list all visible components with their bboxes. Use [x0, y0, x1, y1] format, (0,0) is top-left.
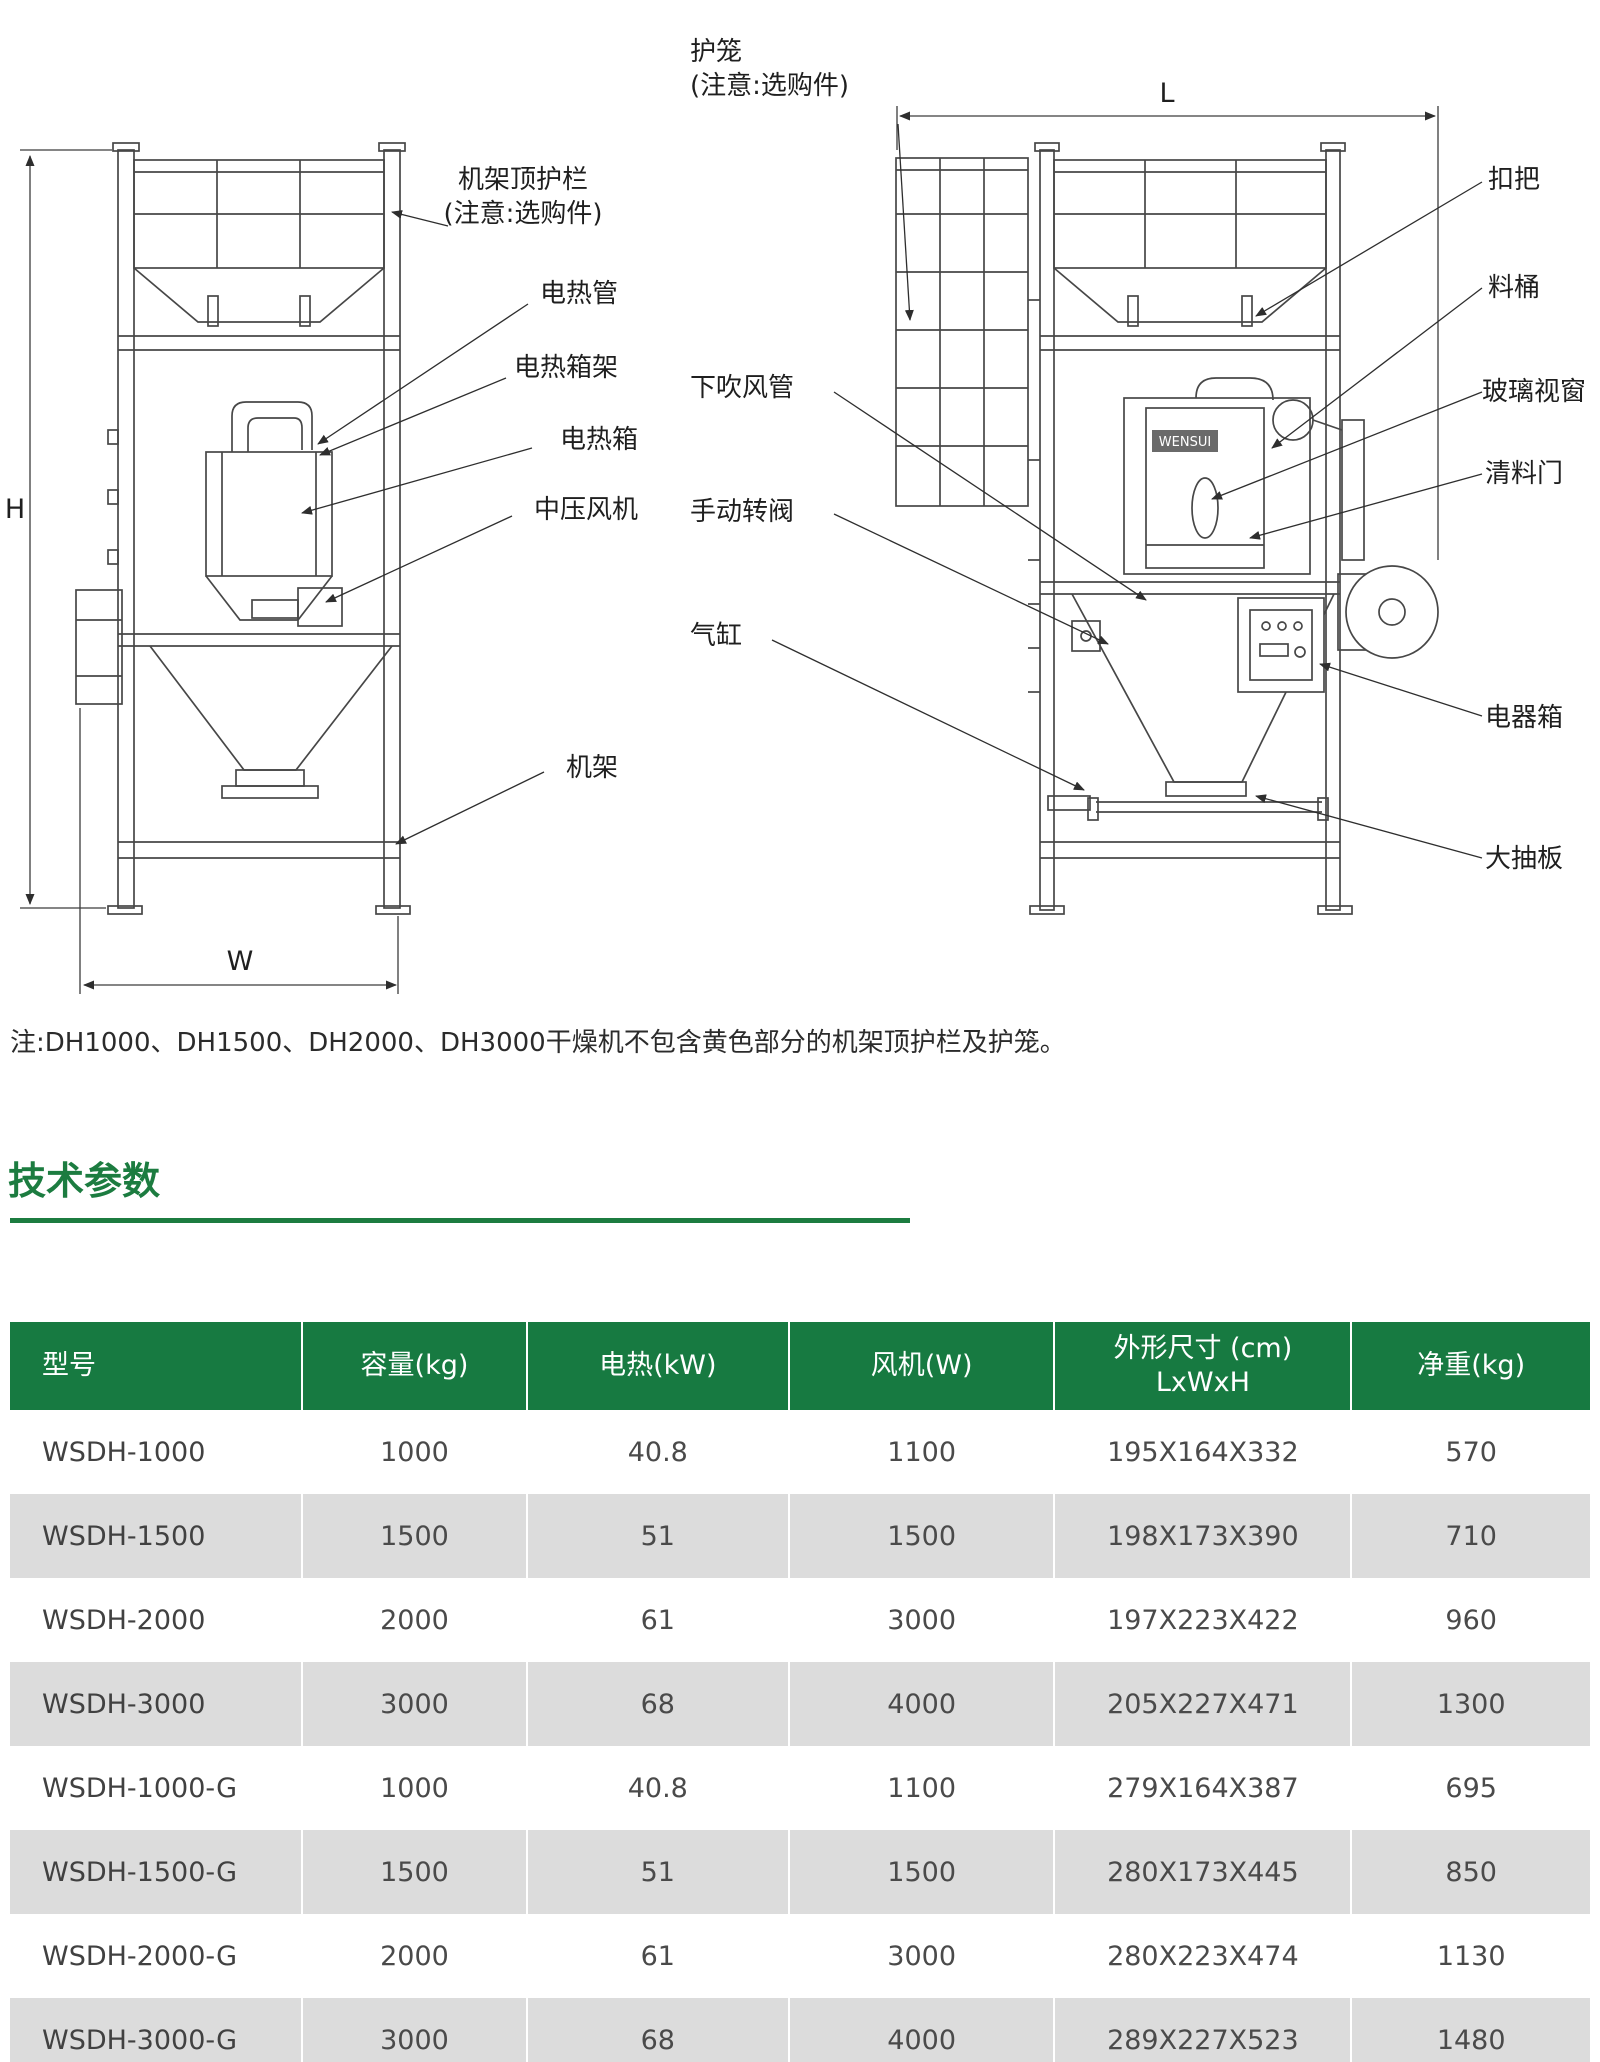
cell-model: WSDH-3000	[42, 1688, 206, 1720]
cell-fan: 1100	[787, 1410, 1055, 1494]
cell-heating: 40.8	[525, 1746, 789, 1830]
cell-heating: 61	[525, 1914, 789, 1998]
cell-fan: 1100	[787, 1746, 1055, 1830]
callout-leader-lines	[301, 123, 1483, 859]
header-model: 型号	[10, 1322, 303, 1410]
cell-capacity: 2000	[301, 1914, 527, 1998]
cell-weight: 710	[1350, 1494, 1590, 1578]
spec-row: WSDH-1500-G 1500 51 1500 280X173X445 850	[10, 1830, 1590, 1914]
cell-size: 195X164X332	[1053, 1410, 1352, 1494]
cell-size: 280X223X474	[1053, 1914, 1352, 1998]
cell-size: 280X173X445	[1053, 1830, 1352, 1914]
header-capacity: 容量(kg)	[301, 1322, 527, 1410]
label-manual-valve: 手动转阀	[690, 497, 795, 527]
cell-size: 289X227X523	[1053, 1998, 1352, 2062]
spec-row: WSDH-3000 3000 68 4000 205X227X471 1300	[10, 1662, 1590, 1746]
cell-capacity: 1000	[301, 1410, 527, 1494]
cell-weight: 1480	[1350, 1998, 1590, 2062]
cell-heating: 51	[525, 1494, 789, 1578]
cell-capacity: 3000	[301, 1998, 527, 2062]
cell-model: WSDH-1000	[42, 1436, 206, 1468]
spec-row: WSDH-2000-G 2000 61 3000 280X223X474 113…	[10, 1914, 1590, 1998]
brand-logo-text: WENSUI	[1159, 435, 1211, 450]
cell-fan: 4000	[787, 1998, 1055, 2062]
label-frame: 机架	[565, 753, 618, 783]
cell-weight: 1130	[1350, 1914, 1590, 1998]
cell-size: 198X173X390	[1053, 1494, 1352, 1578]
dimension-w-label: W	[226, 946, 254, 977]
machine-line-art: WENSUI	[20, 106, 1483, 994]
spec-row: WSDH-1500 1500 51 1500 198X173X390 710	[10, 1494, 1590, 1578]
cell-model: WSDH-1000-G	[42, 1772, 238, 1804]
cell-heating: 61	[525, 1578, 789, 1662]
label-down-blow-pipe: 下吹风管	[690, 373, 795, 403]
cell-model: WSDH-3000-G	[42, 2024, 238, 2056]
technical-diagram: WENSUI	[0, 0, 1600, 1010]
front-view-drawing	[75, 142, 411, 915]
header-weight: 净重(kg)	[1350, 1322, 1590, 1410]
side-view-drawing	[895, 142, 1439, 915]
label-cage: 护笼 (注意:选购件)	[690, 37, 850, 101]
cell-capacity: 1000	[301, 1746, 527, 1830]
dimension-lines	[20, 106, 1439, 994]
cell-fan: 1500	[787, 1494, 1055, 1578]
cell-fan: 1500	[787, 1830, 1055, 1914]
cell-fan: 3000	[787, 1578, 1055, 1662]
spec-row: WSDH-2000 2000 61 3000 197X223X422 960	[10, 1578, 1590, 1662]
section-title-underline	[10, 1218, 910, 1223]
dimension-l-label: L	[1159, 78, 1175, 109]
cell-fan: 3000	[787, 1914, 1055, 1998]
cell-weight: 850	[1350, 1830, 1590, 1914]
cell-capacity: 2000	[301, 1578, 527, 1662]
spec-header-row: 型号 容量(kg) 电热(kW) 风机(W) 外形尺寸 (cm) LxWxH 净…	[10, 1322, 1590, 1410]
spec-row: WSDH-1000 1000 40.8 1100 195X164X332 570	[10, 1410, 1590, 1494]
label-heater-box: 电热箱	[559, 425, 638, 455]
spec-table: 型号 容量(kg) 电热(kW) 风机(W) 外形尺寸 (cm) LxWxH 净…	[10, 1322, 1590, 2062]
cell-model: WSDH-2000	[42, 1604, 206, 1636]
cell-heating: 68	[525, 1662, 789, 1746]
cell-weight: 1300	[1350, 1662, 1590, 1746]
label-glass-window: 玻璃视窗	[1482, 377, 1587, 407]
cell-capacity: 1500	[301, 1494, 527, 1578]
header-fan: 风机(W)	[787, 1322, 1055, 1410]
label-frame-top-rail: 机架顶护栏 (注意:选购件)	[443, 165, 603, 229]
label-mid-pressure-fan: 中压风机	[533, 495, 638, 525]
option-note: 注:DH1000、DH1500、DH2000、DH3000干燥机不包含黄色部分的…	[10, 1028, 1066, 1058]
label-heater-pipe: 电热管	[539, 279, 618, 309]
header-size: 外形尺寸 (cm) LxWxH	[1053, 1322, 1352, 1410]
label-handle-clip: 扣把	[1488, 165, 1541, 195]
header-heating: 电热(kW)	[525, 1322, 789, 1410]
label-slide-plate: 大抽板	[1485, 844, 1564, 874]
cell-capacity: 1500	[301, 1830, 527, 1914]
cell-heating: 51	[525, 1830, 789, 1914]
label-heater-box-frame: 电热箱架	[513, 353, 618, 383]
cell-capacity: 3000	[301, 1662, 527, 1746]
cell-weight: 570	[1350, 1410, 1590, 1494]
spec-row: WSDH-1000-G 1000 40.8 1100 279X164X387 6…	[10, 1746, 1590, 1830]
cell-heating: 40.8	[525, 1410, 789, 1494]
cell-weight: 695	[1350, 1746, 1590, 1830]
dimension-h-label: H	[4, 494, 26, 525]
cell-weight: 960	[1350, 1578, 1590, 1662]
label-air-cylinder: 气缸	[690, 621, 743, 651]
label-electric-box: 电器箱	[1485, 703, 1564, 733]
cell-model: WSDH-2000-G	[42, 1940, 238, 1972]
cell-size: 279X164X387	[1053, 1746, 1352, 1830]
cell-model: WSDH-1500	[42, 1520, 206, 1552]
cell-model: WSDH-1500-G	[42, 1856, 238, 1888]
label-barrel: 料桶	[1488, 273, 1541, 303]
label-clean-door: 清料门	[1485, 459, 1564, 489]
cell-size: 205X227X471	[1053, 1662, 1352, 1746]
spec-row: WSDH-3000-G 3000 68 4000 289X227X523 148…	[10, 1998, 1590, 2062]
cell-heating: 68	[525, 1998, 789, 2062]
cell-fan: 4000	[787, 1662, 1055, 1746]
cell-size: 197X223X422	[1053, 1578, 1352, 1662]
section-title: 技术参数	[8, 1159, 161, 1203]
